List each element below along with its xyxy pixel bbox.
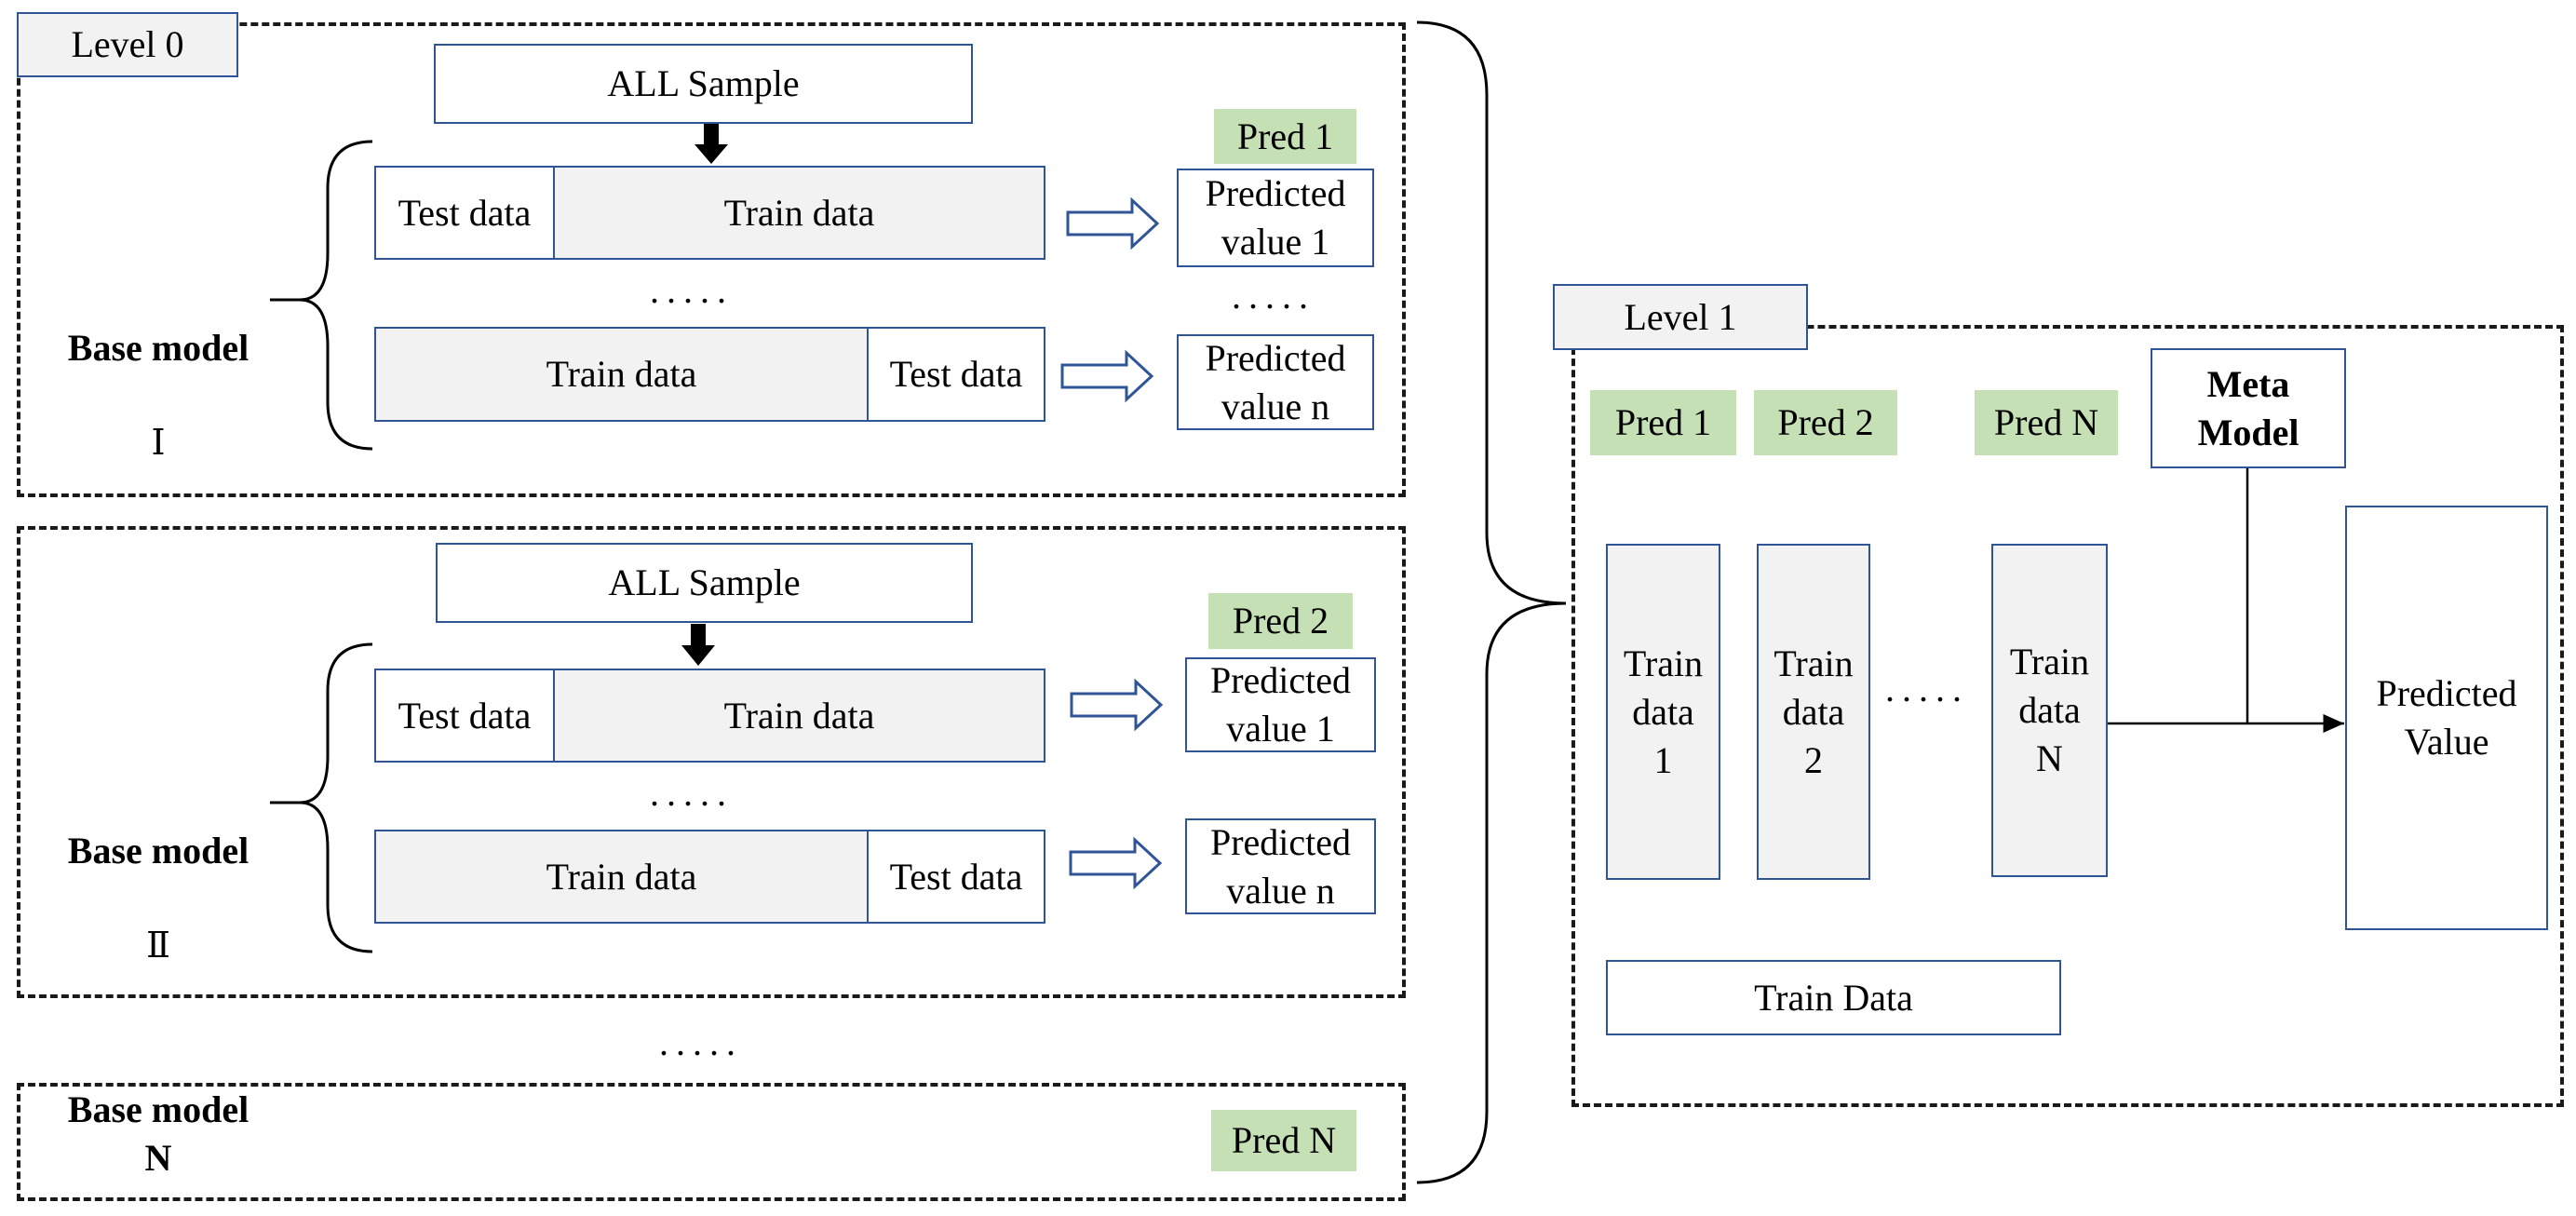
hollow-arrow-2a xyxy=(1070,678,1164,732)
level0-block-1 xyxy=(17,22,1406,497)
fold-row-1a-left: Test data xyxy=(374,166,555,260)
fold-row-1b-right: Test data xyxy=(867,327,1045,422)
fold-row-2a-right: Train data xyxy=(553,669,1045,763)
between-block-dots: ..... xyxy=(659,1021,743,1063)
train-col-n: Train data N xyxy=(1991,544,2108,877)
pred-dots-1: ..... xyxy=(1232,275,1315,317)
level1-container xyxy=(1571,325,2564,1107)
train-col-dots: ..... xyxy=(1885,668,1969,709)
fold-dots-1: ..... xyxy=(650,269,734,311)
level0-block-n xyxy=(17,1083,1406,1201)
fold-row-1b-left: Train data xyxy=(374,327,869,422)
fold-dots-2: ..... xyxy=(650,772,734,814)
level1-title: Level 1 xyxy=(1624,295,1737,338)
hollow-arrow-1a xyxy=(1066,196,1160,250)
train-col-2: Train data 2 xyxy=(1757,544,1870,880)
l1-pred-n: Pred N xyxy=(1975,390,2118,455)
fold-row-2a-left: Test data xyxy=(374,669,555,763)
predicted-value-1-n: Predicted value n xyxy=(1177,334,1374,430)
fold-row-2b-left: Train data xyxy=(374,830,869,924)
train-col-1: Train data 1 xyxy=(1606,544,1720,880)
level1-tab: Level 1 xyxy=(1553,284,1808,350)
hollow-arrow-1b xyxy=(1060,349,1154,403)
all-sample-box-2: ALL Sample xyxy=(436,543,973,623)
pred-badge-n: Pred N xyxy=(1211,1110,1356,1171)
all-sample-box-1: ALL Sample xyxy=(434,44,973,124)
l1-pred-2: Pred 2 xyxy=(1754,390,1897,455)
train-data-box: Train Data xyxy=(1606,960,2061,1035)
predicted-value-2-1: Predicted value 1 xyxy=(1185,657,1376,752)
level0-title: Level 0 xyxy=(71,23,184,65)
pred-badge-1: Pred 1 xyxy=(1214,109,1356,164)
down-arrow-1 xyxy=(695,123,728,164)
level0-block-2 xyxy=(17,526,1406,998)
fold-row-1a-right: Train data xyxy=(553,166,1045,260)
big-brace xyxy=(1416,20,1567,1184)
meta-model-box: Meta Model xyxy=(2151,348,2346,468)
fold-row-2b-right: Test data xyxy=(867,830,1045,924)
base-model-label-1: Base model Ⅰ xyxy=(67,327,250,463)
predicted-value-2-n: Predicted value n xyxy=(1185,818,1376,914)
down-arrow-2 xyxy=(681,624,715,666)
l1-pred-1: Pred 1 xyxy=(1590,390,1736,455)
predicted-value-box: Predicted Value xyxy=(2345,506,2548,930)
base-model-label-2: Base model Ⅱ xyxy=(67,830,250,966)
base-model-label-n: Base model N xyxy=(67,1088,250,1179)
hollow-arrow-2b xyxy=(1069,836,1163,890)
pred-badge-2: Pred 2 xyxy=(1208,593,1353,649)
predicted-value-1-1: Predicted value 1 xyxy=(1177,169,1374,267)
level0-tab: Level 0 xyxy=(17,12,238,77)
